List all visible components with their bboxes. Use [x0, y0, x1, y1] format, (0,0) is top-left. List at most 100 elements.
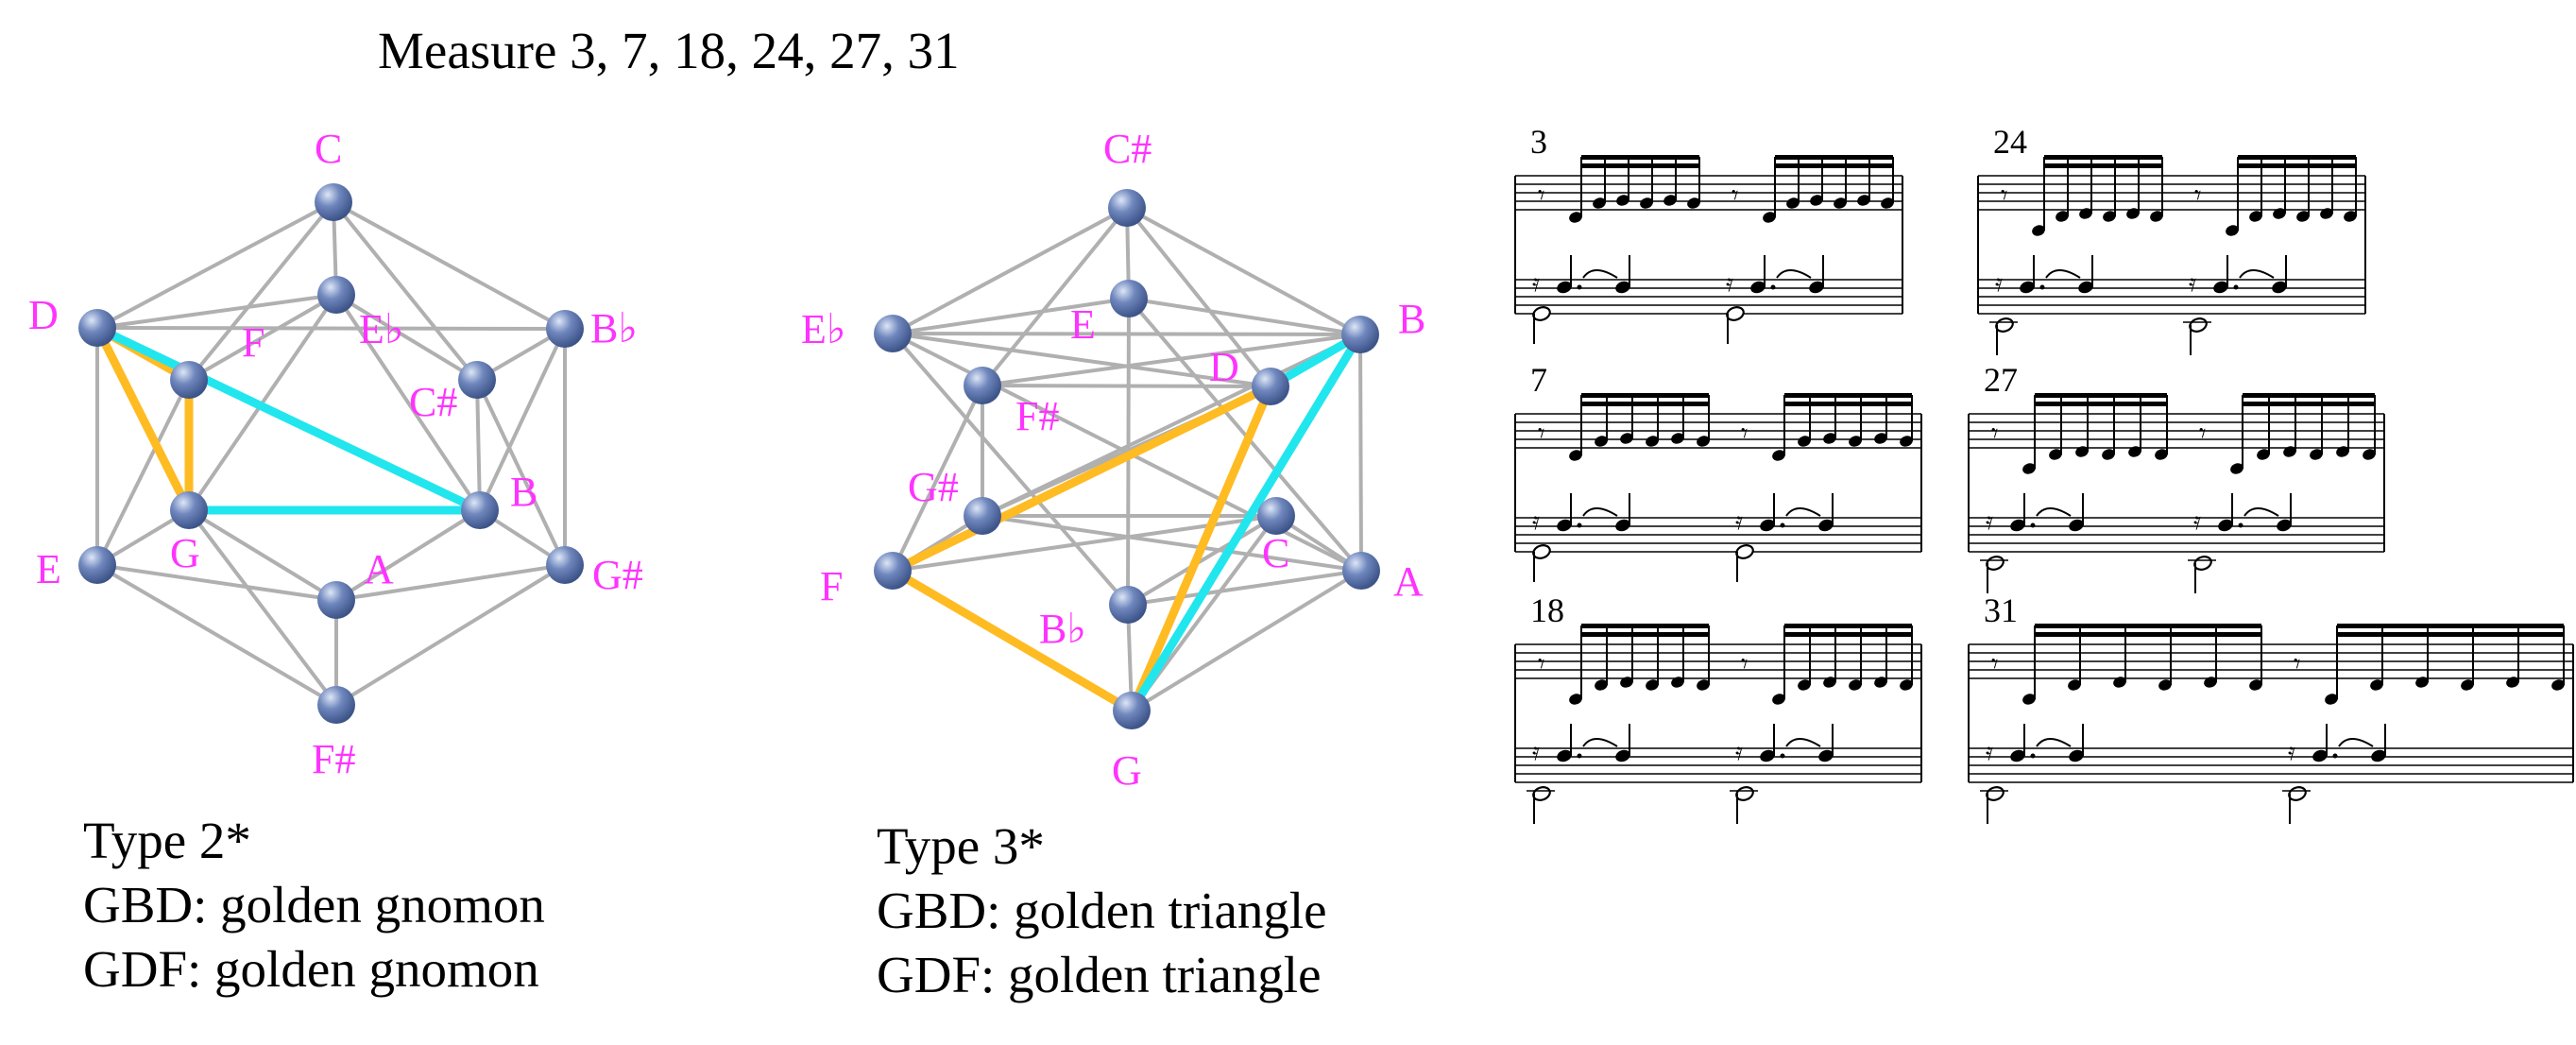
note-head [1640, 197, 1653, 209]
measure-number: 7 [1530, 361, 1547, 399]
ico2-edge [981, 384, 1271, 388]
note-head [2158, 679, 2172, 691]
ico2-label: B [1398, 296, 1425, 342]
ico2-label: G# [908, 464, 959, 510]
note-head [2022, 694, 2036, 705]
beam [2337, 624, 2564, 628]
note-head [1874, 433, 1887, 444]
page-title: Measure 3, 7, 18, 24, 27, 31 [378, 22, 960, 79]
note-head [1646, 436, 1659, 447]
beam [1581, 163, 1699, 168]
note-head [1823, 433, 1836, 444]
ico2-edge [1358, 334, 1363, 572]
eighth-rest: 𝄾 [2194, 180, 2201, 211]
note-head [1874, 677, 1887, 688]
beam [2035, 402, 2167, 406]
sixteenth-rest: 𝄿 [1986, 507, 1993, 536]
note-head [2032, 225, 2045, 236]
note-head [2506, 677, 2519, 688]
beam [2044, 155, 2162, 160]
caption-type-3-gbd: GBD: golden triangle [877, 882, 1327, 939]
ico2-node [1341, 316, 1379, 353]
note-head [1557, 519, 1572, 532]
tie [2239, 269, 2275, 279]
ico2-edge [892, 297, 1130, 335]
note-head [1569, 450, 1582, 461]
ico2-edge [1130, 569, 1363, 712]
measure-excerpt: 31𝄾𝄿𝄾𝄿 [1968, 591, 2574, 824]
augmentation-dot [1780, 522, 1785, 528]
beam [2238, 155, 2356, 160]
ico2-edge [892, 332, 1271, 388]
note-head [2277, 519, 2292, 532]
ico1-node [546, 546, 584, 584]
note-head [2022, 463, 2036, 474]
tie [1582, 269, 1618, 279]
ico1-edge [335, 563, 566, 602]
eighth-rest: 𝄾 [2001, 180, 2007, 211]
augmentation-dot [2238, 522, 2243, 528]
augmentation-dot [2233, 284, 2239, 290]
ico2-edge [981, 514, 1362, 573]
ico2-label: A [1393, 558, 1424, 605]
note-head [1763, 212, 1776, 223]
ico1-node [317, 581, 355, 619]
ico2-label: D [1209, 344, 1239, 390]
augmentation-dot [2039, 284, 2045, 290]
measure-excerpt: 24𝄾𝄿𝄾𝄿 [1977, 123, 2366, 355]
note-head [1616, 195, 1629, 206]
note-head [2461, 679, 2474, 691]
sixteenth-rest: 𝄿 [1532, 269, 1540, 298]
ico2-edge [1126, 206, 1361, 336]
note-head [2273, 208, 2286, 219]
note-head [1818, 749, 1834, 762]
ico1-node [170, 361, 208, 399]
eighth-rest: 𝄾 [2199, 418, 2206, 449]
note-head [2249, 211, 2262, 222]
note-head [2257, 449, 2270, 460]
note-head [1750, 281, 1766, 294]
ico2-node [964, 497, 1001, 535]
note-head [2320, 208, 2333, 219]
tie [1776, 269, 1812, 279]
note-head [1615, 281, 1630, 294]
tie [1582, 738, 1618, 747]
ico2-edge [1128, 297, 1361, 336]
augmentation-dot [1577, 522, 1582, 528]
augmentation-dot [1780, 753, 1785, 759]
ico2-edge [1127, 297, 1363, 573]
beam [2243, 393, 2375, 398]
ico2-node [964, 367, 1001, 404]
ico2-highlight-edge [1127, 382, 1275, 715]
note-head [2102, 449, 2115, 460]
ico1-edge [334, 293, 482, 512]
ico1-edge [96, 293, 337, 330]
sixteenth-rest: 𝄿 [1735, 738, 1743, 766]
ico1-edge [96, 200, 334, 330]
beam [2035, 632, 2261, 637]
note-head [2069, 519, 2084, 532]
note-head [2213, 281, 2228, 294]
tie [2036, 738, 2072, 747]
beam [2035, 393, 2167, 398]
note-head [2113, 677, 2126, 688]
note-head [2075, 446, 2089, 457]
note-head [1786, 197, 1800, 209]
sixteenth-rest: 𝄿 [1532, 507, 1540, 536]
note-head [2230, 463, 2243, 474]
sixteenth-rest: 𝄿 [1995, 269, 2003, 298]
eighth-rest: 𝄾 [1538, 418, 1544, 449]
ico2-edge [981, 333, 1361, 387]
note-head [1798, 679, 1811, 691]
note-head [1772, 450, 1785, 461]
ico1-label: D [28, 292, 59, 338]
ico1-label: C# [409, 379, 457, 425]
ico1-label: G [170, 530, 200, 576]
note-head [2371, 749, 2386, 762]
sixteenth-rest: 𝄿 [1986, 738, 1993, 766]
ico2-label: G [1112, 747, 1142, 794]
note-head [2155, 449, 2168, 460]
tie [1785, 738, 1821, 747]
ico2-label: C# [1103, 126, 1152, 172]
